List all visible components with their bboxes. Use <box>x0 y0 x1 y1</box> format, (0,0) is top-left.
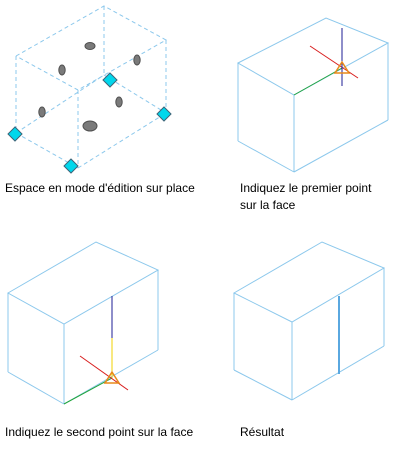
hole-marker <box>38 106 46 118</box>
grip-handle[interactable] <box>7 126 23 142</box>
edit-in-place-panel <box>7 5 172 174</box>
hole-marker <box>58 64 66 76</box>
caption-result: Résultat <box>240 425 285 439</box>
result-panel <box>232 241 386 401</box>
grip-handles[interactable] <box>7 72 172 174</box>
second-point-panel <box>6 241 160 405</box>
grip-handle[interactable] <box>102 72 118 88</box>
box-edges <box>236 17 390 173</box>
snap-marker <box>103 370 121 384</box>
grip-handle[interactable] <box>63 158 79 174</box>
hole-marker <box>82 120 98 132</box>
ucs-axis-icon <box>293 28 359 96</box>
caption-second-point: Indiquez le second point sur la face <box>5 425 194 439</box>
snap-marker <box>333 60 351 74</box>
ucs-axis-icon <box>63 355 129 405</box>
box-edges <box>232 241 386 401</box>
dashed-box-edges <box>15 5 168 169</box>
hole-marker <box>115 96 123 108</box>
hole-marker <box>133 54 141 66</box>
caption-first-point: Indiquez le premier point sur la face <box>240 181 372 212</box>
first-point-panel <box>236 17 390 173</box>
hole-marker <box>84 42 96 50</box>
caption-edit-in-place: Espace en mode d'édition sur place <box>5 181 195 195</box>
grip-handle[interactable] <box>156 106 172 122</box>
hole-markers <box>38 42 141 132</box>
box-edges <box>6 241 160 405</box>
